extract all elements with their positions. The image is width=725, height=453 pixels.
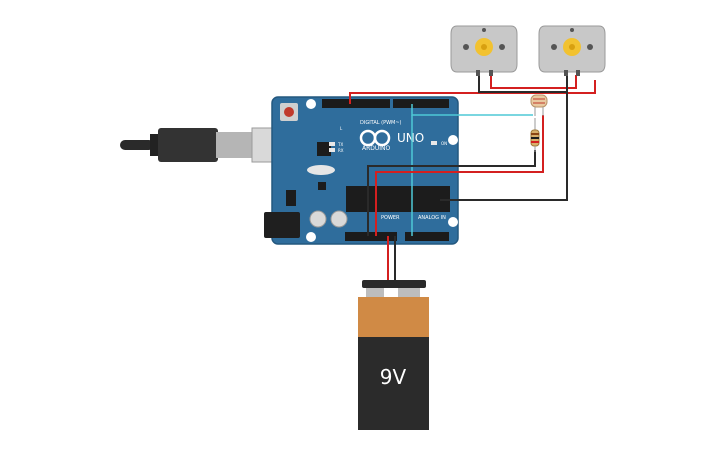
- dc-motor-right[interactable]: [538, 25, 606, 76]
- small-chip: [318, 182, 326, 190]
- reset-button-cap[interactable]: [284, 107, 294, 117]
- resistor[interactable]: [530, 118, 540, 152]
- battery-9v[interactable]: 9V: [358, 280, 429, 430]
- digital-header-high: [393, 99, 449, 108]
- arduino-logo: [359, 129, 391, 147]
- wire-red-motors[interactable]: [490, 75, 577, 89]
- photoresistor[interactable]: [530, 94, 548, 116]
- power-header: [345, 232, 397, 241]
- battery-body: [358, 337, 429, 430]
- power-header-label: POWER: [381, 215, 400, 221]
- arduino-brand-label: ARDUINO: [362, 145, 391, 152]
- battery-label: 9V: [380, 365, 407, 389]
- rx-led-label: RX: [338, 148, 344, 153]
- arduino-model-label: UNO: [397, 131, 424, 145]
- on-led: [431, 141, 437, 145]
- power-jack[interactable]: [264, 212, 300, 238]
- atmega-chip: [346, 186, 450, 212]
- crystal: [307, 165, 335, 175]
- tx-led-label: TX: [337, 142, 343, 147]
- tx-led: [329, 142, 335, 146]
- analog-header-label: ANALOG IN: [418, 215, 446, 221]
- arduino-board[interactable]: ARDUINO UNO DIGITAL (PWM~) POWER ANALOG …: [264, 96, 459, 245]
- battery-terminal-negative: [366, 288, 384, 298]
- dc-motor-left[interactable]: [450, 25, 518, 76]
- usb-chip: [317, 142, 331, 156]
- battery-top: [358, 297, 429, 337]
- wire-black-motors[interactable]: [478, 75, 568, 93]
- wire-black-gnd-right[interactable]: [440, 92, 568, 201]
- wire-red-resistor[interactable]: [375, 115, 544, 236]
- capacitor: [309, 210, 327, 228]
- battery-terminal-positive: [398, 288, 420, 298]
- battery-clip[interactable]: [362, 280, 426, 288]
- voltage-regulator: [286, 190, 296, 206]
- l-led-label: L: [340, 126, 343, 131]
- wire-black-gnd[interactable]: [367, 150, 536, 236]
- digital-header-label: DIGITAL (PWM~): [360, 120, 402, 126]
- on-led-label: ON: [441, 141, 447, 146]
- wires: [349, 75, 596, 280]
- rx-led: [329, 148, 335, 152]
- wire-red-top[interactable]: [349, 80, 596, 104]
- capacitor: [330, 210, 348, 228]
- analog-header: [405, 232, 449, 241]
- digital-header-low: [322, 99, 390, 108]
